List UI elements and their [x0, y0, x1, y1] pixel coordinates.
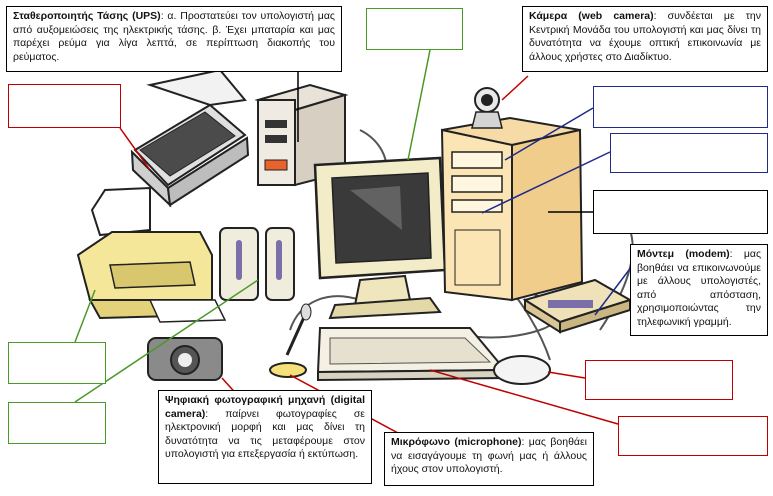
- modem-desc: : μας βοηθάει να επικοινωνούμε με άλλους…: [637, 248, 762, 328]
- modem-device: [522, 278, 633, 334]
- blank-label-drive-2[interactable]: [610, 133, 768, 173]
- ups-term: Σταθεροποιητής Τάσης (UPS): [13, 10, 161, 22]
- ups-unit: [254, 83, 349, 187]
- webcam-desc: : συνδέεται με την Κεντρική Μονάδα του υ…: [529, 10, 761, 63]
- webcam-description-box: Κάμερα (web camera): συνδέεται με την Κε…: [522, 6, 768, 72]
- ups-description-box: Σταθεροποιητής Τάσης (UPS): α. Προστατεύ…: [6, 6, 342, 72]
- webcam-term: Κάμερα (web camera): [529, 10, 654, 22]
- ups-desc: : α. Προστατεύει τον υπολογιστή μας από …: [13, 10, 335, 63]
- microphone-term: Μικρόφωνο (microphone): [391, 436, 522, 448]
- modem-term: Μόντεμ (modem): [637, 248, 730, 260]
- microphone-desc: : μας βοηθάει να εισαγάγουμε τη φωνή μας…: [391, 436, 587, 475]
- blank-label-keyboard[interactable]: [618, 416, 768, 456]
- computer-tower: [440, 116, 584, 302]
- camera-desc: : παίρνει φωτογραφίες σε ηλεκτρονική μορ…: [165, 407, 365, 461]
- blank-label-mouse[interactable]: [585, 360, 733, 400]
- printer: [76, 186, 227, 323]
- blank-label-tower[interactable]: [593, 190, 768, 234]
- monitor: [313, 156, 447, 320]
- webcam: [471, 87, 503, 129]
- camera-description-box: Ψηφιακή φωτογραφική μηχανή (digital came…: [158, 390, 372, 484]
- modem-description-box: Μόντεμ (modem): μας βοηθάει να επικοινων…: [630, 244, 768, 336]
- microphone-device: [269, 303, 312, 378]
- keyboard: [316, 327, 508, 382]
- digital-camera: [147, 337, 223, 381]
- camera-term: Ψηφιακή φωτογραφική μηχανή (digital came…: [165, 394, 365, 420]
- mouse: [493, 355, 551, 385]
- microphone-description-box: Μικρόφωνο (microphone): μας βοηθάει να ε…: [384, 432, 594, 486]
- blank-label-monitor[interactable]: [366, 8, 463, 50]
- blank-label-scanner[interactable]: [8, 84, 121, 128]
- blank-label-speakers[interactable]: [8, 402, 106, 444]
- blank-label-drive-1[interactable]: [593, 86, 768, 128]
- scanner: [130, 68, 250, 208]
- blank-label-printer[interactable]: [8, 342, 106, 384]
- speakers: [219, 227, 295, 301]
